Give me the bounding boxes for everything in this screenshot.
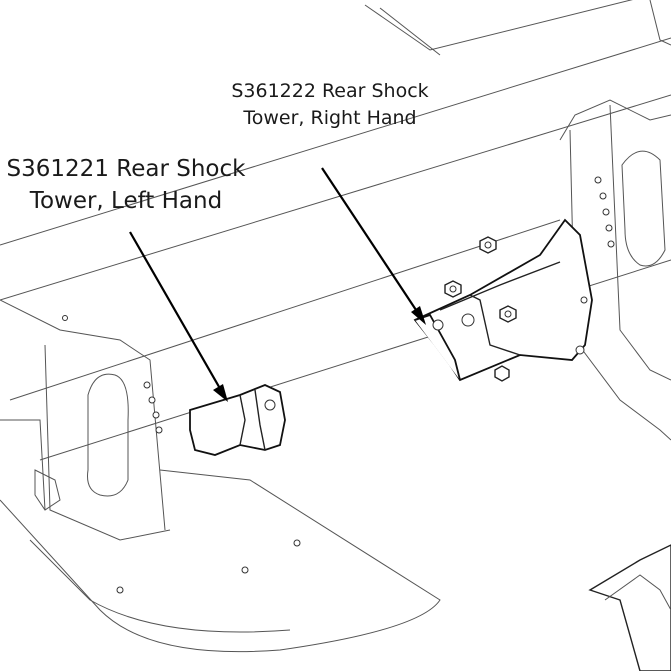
- leader-arrow-right: [321, 167, 426, 325]
- bolt-icon: [479, 236, 497, 254]
- leader-arrow-left: [129, 231, 228, 402]
- callout-line: Tower, Right Hand: [243, 106, 417, 129]
- callout-line: Tower, Left Hand: [29, 188, 223, 215]
- cross-tube: [0, 0, 671, 461]
- bolt-icon: [499, 305, 517, 323]
- callout-line: S361222 Rear Shock: [231, 80, 429, 102]
- callout-right-hand-shock-tower: S361222 Rear Shock Tower, Right Hand: [222, 78, 438, 131]
- bolt-icon: [494, 365, 510, 382]
- bolt-icon: [444, 280, 462, 298]
- callout-line: S361221 Rear Shock: [6, 156, 246, 182]
- left-shock-tower: [189, 384, 286, 456]
- right-frame-rail: [559, 0, 671, 671]
- right-shock-tower: [413, 218, 593, 382]
- left-frame-rail: [0, 299, 441, 653]
- callout-left-hand-shock-tower: S361221 Rear Shock Tower, Left Hand: [4, 153, 248, 217]
